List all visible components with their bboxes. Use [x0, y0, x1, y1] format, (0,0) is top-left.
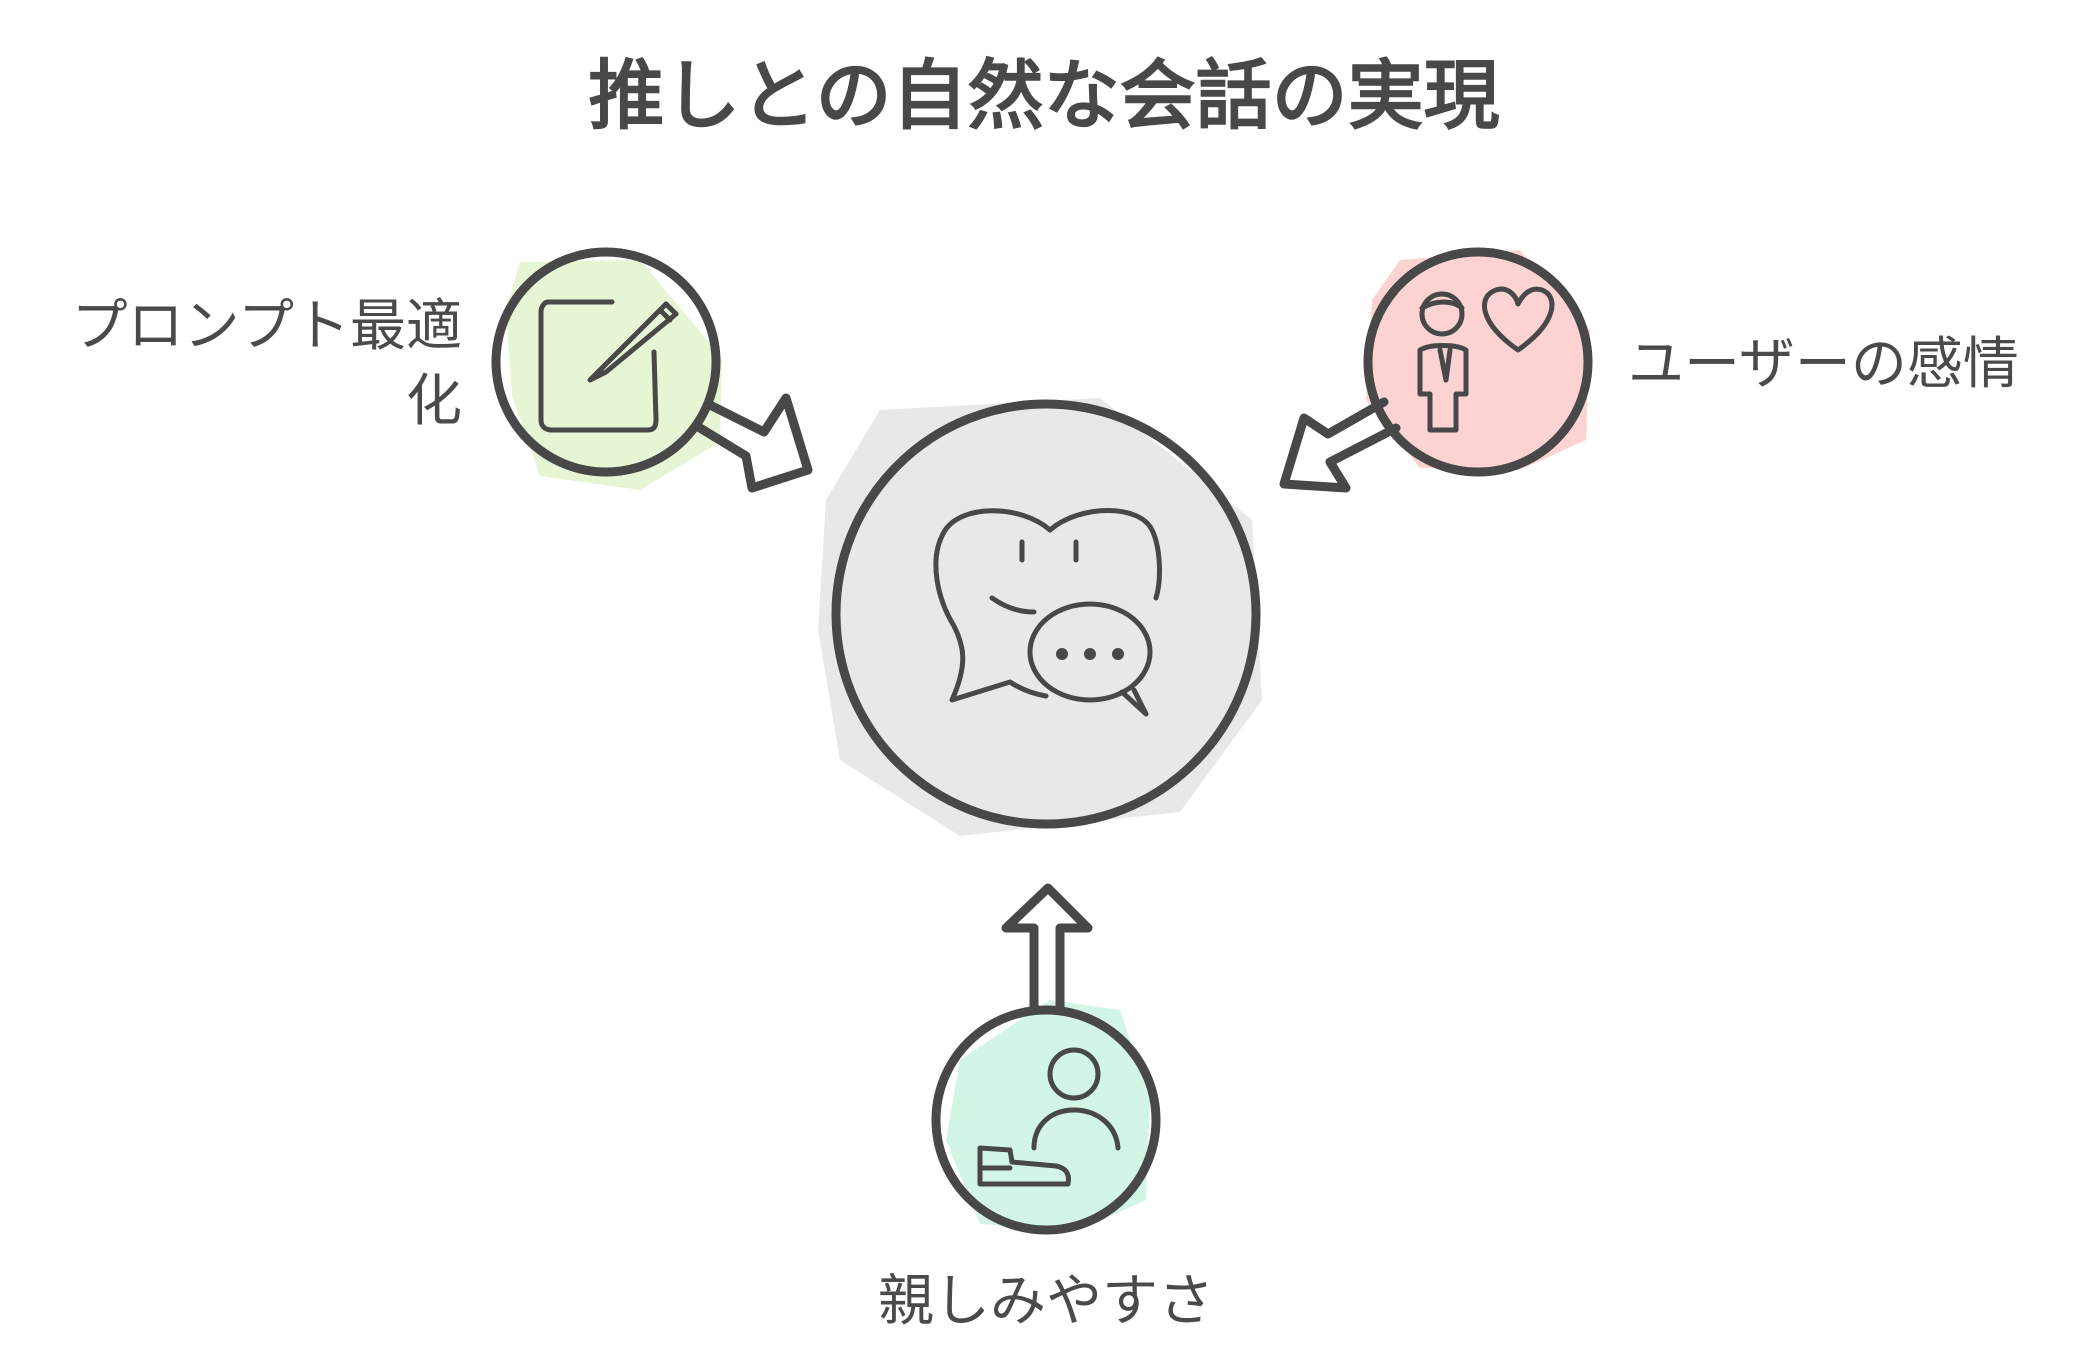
label-prompt-line-1: プロンプト最適 [72, 294, 462, 359]
person-sofa-icon [977, 1047, 1121, 1187]
arrow-prompt-to-center [695, 393, 813, 493]
notepad-pencil-icon [538, 299, 679, 433]
friendly-circle [931, 1005, 1161, 1235]
prompt-node [491, 247, 722, 490]
emotion-circle [1363, 247, 1593, 477]
center-node [818, 398, 1262, 836]
prompt-circle [491, 247, 721, 477]
page-title: 推しとの自然な会話の実現 [588, 51, 1499, 140]
label-prompt-line-2: 化 [406, 369, 462, 434]
emotion-node [1363, 247, 1593, 477]
label-emotion: ユーザーの感情 [1628, 332, 2019, 397]
label-friendly: 親しみやすさ [878, 1269, 1214, 1334]
arrow-friendly-to-center [1001, 883, 1093, 1015]
friendly-fill [946, 1000, 1150, 1230]
center-fill [818, 398, 1262, 836]
friendly-node [931, 1000, 1161, 1235]
person-heart-icon [1417, 286, 1555, 433]
arrow-emotion-to-center [1279, 397, 1401, 493]
center-circle [831, 399, 1261, 829]
chat-bubbles-icon [933, 508, 1162, 717]
